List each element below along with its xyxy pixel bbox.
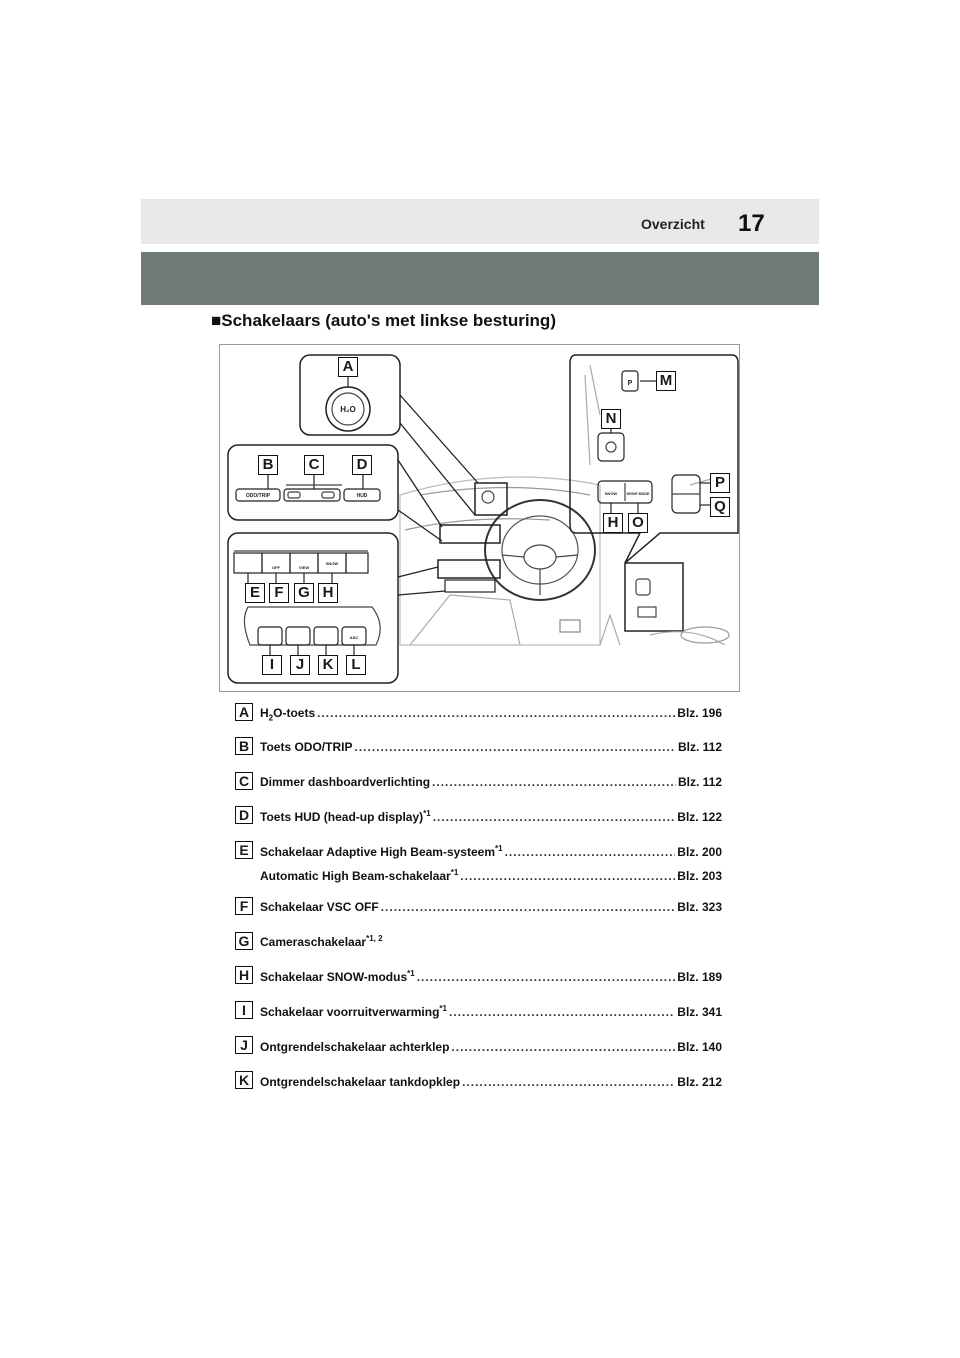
list-item: Toets ODO/TRIPBlz. 112 xyxy=(260,740,722,758)
label-c: C xyxy=(235,772,253,790)
hud-button: HUD xyxy=(357,493,368,499)
callout-j: J xyxy=(290,655,310,675)
callout-a: A xyxy=(338,357,358,377)
header-bar xyxy=(141,252,819,305)
label-e: E xyxy=(235,841,253,859)
label-j: J xyxy=(235,1036,253,1054)
label-i: I xyxy=(235,1001,253,1019)
callout-d: D xyxy=(352,455,372,475)
callout-h-right: H xyxy=(603,513,623,533)
off-button: OFF xyxy=(272,565,281,570)
view-button: VIEW xyxy=(299,565,309,570)
list-item: Schakelaar VSC OFFBlz. 323 xyxy=(260,900,722,918)
label-a: A xyxy=(235,703,253,721)
callout-p: P xyxy=(710,473,730,493)
list-item: Automatic High Beam-schakelaar*1Blz. 203 xyxy=(260,869,722,887)
list-item: Ontgrendelschakelaar tankdopklepBlz. 212 xyxy=(260,1075,722,1093)
switches-illustration: ODO/TRIP HUD H₂O VIEW SNOW OFF ASC SNOW … xyxy=(219,344,740,692)
dashboard-drawing: ODO/TRIP HUD H₂O VIEW SNOW OFF ASC SNOW … xyxy=(227,354,739,684)
odo-trip-button: ODO/TRIP xyxy=(246,493,271,499)
callout-m: M xyxy=(656,371,676,391)
snow-button: SNOW xyxy=(326,561,339,566)
label-b: B xyxy=(235,737,253,755)
list-item: Schakelaar Adaptive High Beam-systeem*1B… xyxy=(260,845,722,863)
list-item: Schakelaar voorruitverwarming*1Blz. 341 xyxy=(260,1005,722,1023)
snow-mode-button: SNOW xyxy=(605,491,618,496)
list-item: Ontgrendelschakelaar achterklepBlz. 140 xyxy=(260,1040,722,1058)
list-item: Dimmer dashboardverlichtingBlz. 112 xyxy=(260,775,722,793)
callout-n: N xyxy=(601,409,621,429)
callout-k: K xyxy=(318,655,338,675)
park-button: P xyxy=(628,380,633,387)
callout-h: H xyxy=(318,583,338,603)
callout-l: L xyxy=(346,655,366,675)
list-item: H2O-toetsBlz. 196 xyxy=(260,706,722,724)
callout-q: Q xyxy=(710,497,730,517)
callout-g: G xyxy=(294,583,314,603)
label-f: F xyxy=(235,897,253,915)
section-title: ■Schakelaars (auto's met linkse besturin… xyxy=(211,311,556,330)
drive-mode-button: DRIVE MODE xyxy=(627,492,650,496)
section-name: Overzicht xyxy=(641,216,705,232)
asc-button: ASC xyxy=(350,635,359,640)
label-d: D xyxy=(235,806,253,824)
label-g: G xyxy=(235,932,253,950)
header-band xyxy=(141,199,819,244)
callout-f: F xyxy=(269,583,289,603)
list-item: Schakelaar SNOW-modus*1Blz. 189 xyxy=(260,970,722,988)
callout-c: C xyxy=(304,455,324,475)
callout-b: B xyxy=(258,455,278,475)
h2o-button: H₂O xyxy=(340,405,356,414)
label-k: K xyxy=(235,1071,253,1089)
callout-o: O xyxy=(628,513,648,533)
callout-i: I xyxy=(262,655,282,675)
list-item: Cameraschakelaar*1, 2 xyxy=(260,934,383,950)
page-number: 17 xyxy=(738,210,765,237)
list-item: Toets HUD (head-up display)*1Blz. 122 xyxy=(260,810,722,828)
label-h: H xyxy=(235,966,253,984)
callout-e: E xyxy=(245,583,265,603)
